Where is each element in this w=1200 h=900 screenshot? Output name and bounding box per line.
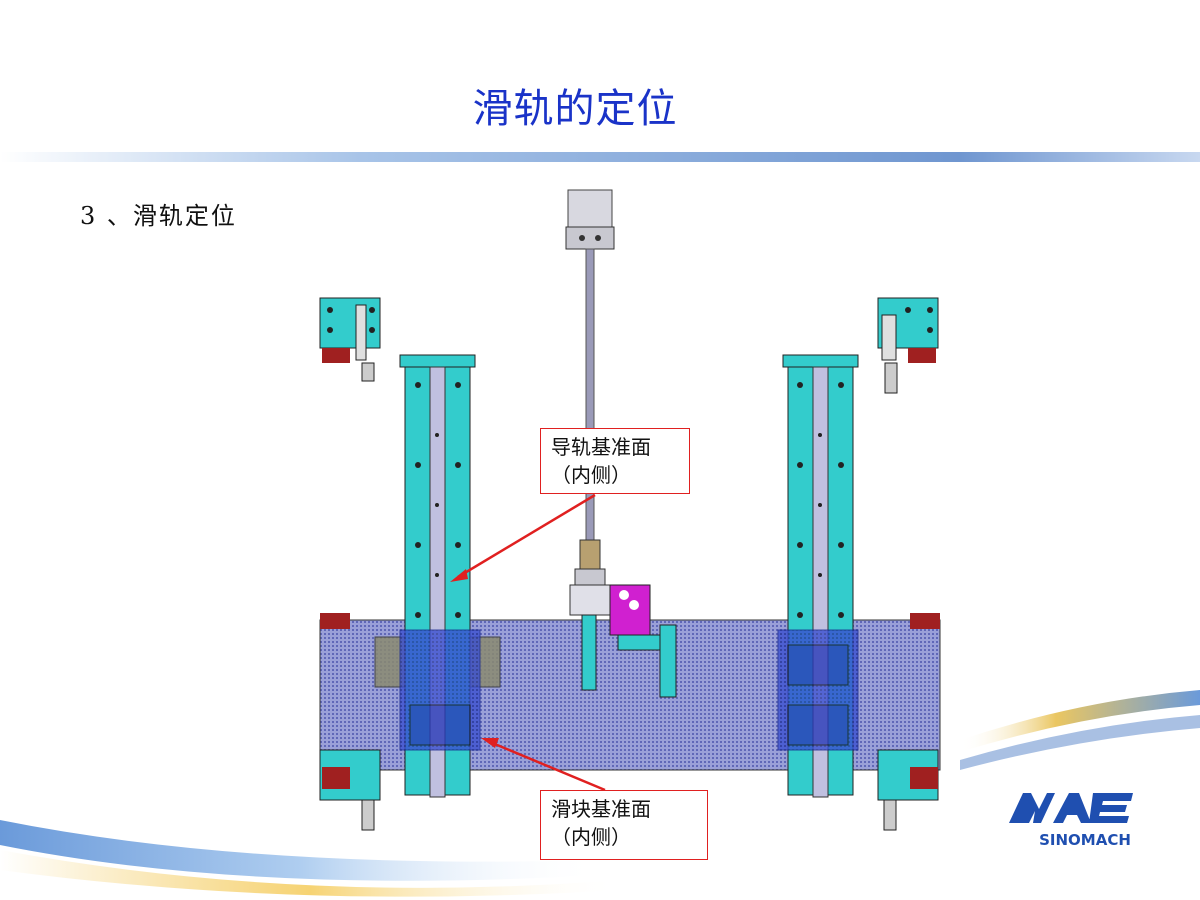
slider-blocks xyxy=(399,629,859,751)
callout-slider-line1: 滑块基准面 xyxy=(551,797,651,821)
callout-guide-rail-line1: 导轨基准面 xyxy=(551,435,651,459)
callout-guide-rail-line2: （内侧） xyxy=(551,463,631,487)
corner-clamp-bottom-right xyxy=(877,749,939,831)
section-heading: 3 、滑轨定位 xyxy=(80,202,237,230)
slide-title: 滑轨的定位 xyxy=(472,86,678,132)
corner-clamp-bottom-left xyxy=(319,749,381,831)
callout-slider-reference: 滑块基准面 （内侧） xyxy=(540,790,708,860)
cad-drawing xyxy=(319,189,941,831)
corner-clamp-top-right xyxy=(877,297,939,394)
callout-slider-line2: （内侧） xyxy=(551,825,631,849)
pointer-arrows xyxy=(450,493,606,792)
corner-clamp-top-left xyxy=(319,297,381,382)
logo-wordmark: SINOMACH xyxy=(1039,831,1131,849)
company-logo: SINOMACH xyxy=(995,775,1175,885)
callout-guide-rail-reference: 导轨基准面 （内侧） xyxy=(540,428,690,494)
air-cylinder xyxy=(565,189,615,616)
